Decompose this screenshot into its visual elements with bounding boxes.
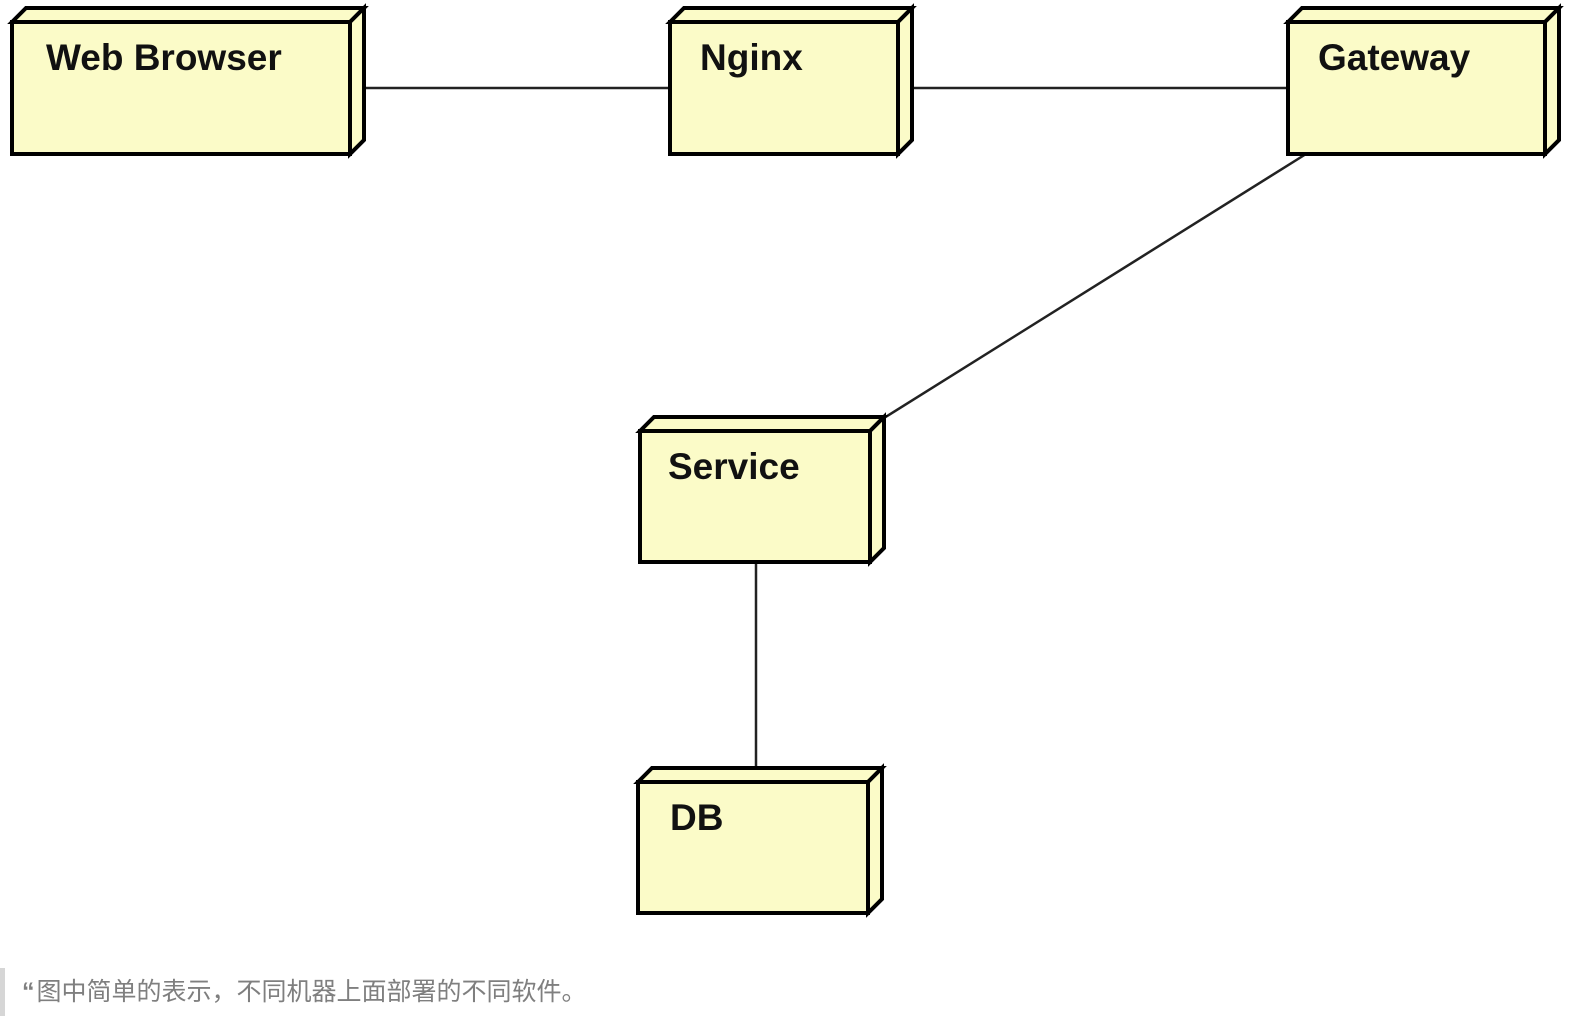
edges [364, 86, 1307, 778]
node-service: Service [635, 412, 889, 567]
node-nginx-front-face [668, 20, 900, 156]
node-service-front-face [638, 429, 872, 564]
node-service-top-face [635, 415, 889, 433]
node-gateway-right-face [1543, 3, 1561, 159]
deployment-diagram: Web Browser Nginx Gateway Service [7, 3, 1564, 918]
node-gateway: Gateway [1283, 3, 1564, 159]
caption-text: 图中简单的表示，不同机器上面部署的不同软件。 [36, 977, 587, 1006]
node-web-browser: Web Browser [7, 3, 369, 159]
node-label-db: DB [670, 797, 723, 838]
node-nginx-right-face [896, 3, 914, 159]
node-db-front-face [636, 780, 870, 915]
node-nginx: Nginx [665, 3, 917, 159]
node-web-browser-top-face [7, 6, 369, 24]
node-db-right-face [866, 763, 884, 918]
node-label-service: Service [668, 446, 800, 487]
node-service-right-face [868, 412, 886, 567]
node-nginx-top-face [665, 6, 917, 24]
node-web-browser-right-face [348, 3, 366, 159]
node-label-nginx: Nginx [700, 37, 803, 78]
caption-blockquote: “ 图中简单的表示，不同机器上面部署的不同软件。 [0, 968, 1585, 1016]
edge-gateway-service [883, 152, 1307, 420]
quote-mark: “ [22, 977, 35, 1006]
node-db: DB [633, 763, 887, 918]
node-web-browser-front-face [10, 20, 352, 156]
node-gateway-front-face [1286, 20, 1547, 156]
node-label-gateway: Gateway [1318, 37, 1471, 78]
node-gateway-top-face [1283, 6, 1564, 24]
node-db-top-face [633, 766, 887, 784]
node-label-web-browser: Web Browser [46, 37, 282, 78]
